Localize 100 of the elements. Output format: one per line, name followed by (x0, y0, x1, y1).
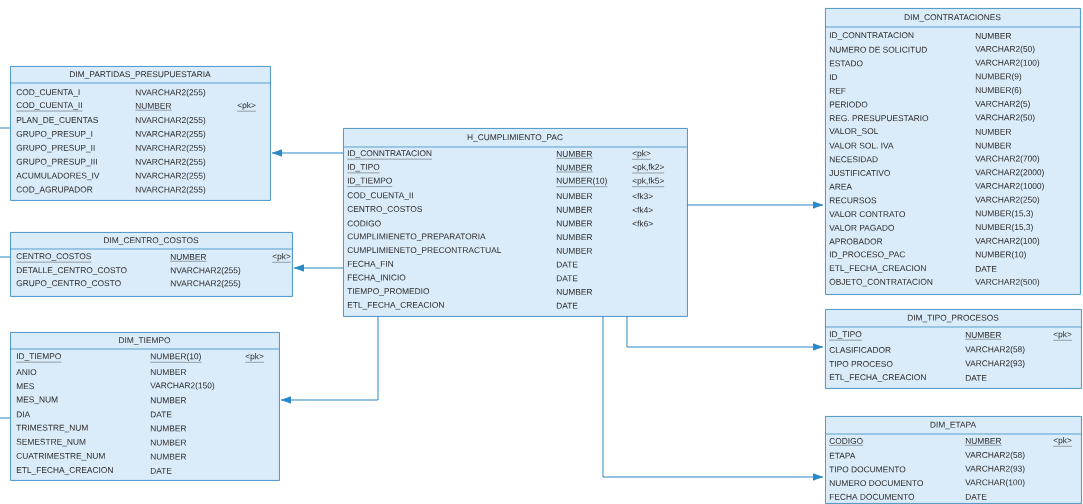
column-name: OBJETO_CONTRATACION (829, 278, 933, 287)
entity-table (9, 332, 280, 481)
column-name: MES (16, 383, 34, 390)
column-type: VARCHAR2(100) (975, 237, 1040, 246)
column-type: VARCHAR2(250) (975, 196, 1040, 205)
column-name: CUATRIMESTRE_NUM (16, 452, 105, 461)
column-name: GRUPO_PRESUP_III (16, 158, 97, 167)
column-name: ETL_FECHA_CREACION (347, 301, 444, 310)
table-title: DIM_TIEMPO (119, 337, 171, 345)
column-name: VALOR CONTRATO (829, 211, 906, 218)
column-type: NUMBER (556, 234, 593, 241)
column-name: TIEMPO_PROMEDIO (347, 288, 430, 296)
column-name: ESTADO (829, 60, 863, 67)
key-marker: <fk6> (632, 220, 653, 227)
column-name: JUSTIFICATIVO (829, 170, 890, 176)
key-marker: <fk3> (632, 193, 653, 200)
column-name: DETALLE_CENTRO_COSTO (16, 267, 127, 275)
column-name: TRIMESTRE_NUM (16, 424, 88, 433)
column-name: ID_TIEMPO (16, 353, 62, 363)
column-type: NUMBER (965, 438, 1002, 446)
column-type: DATE (556, 302, 578, 309)
entity-table (342, 128, 688, 317)
column-type: VARCHAR2(100) (975, 59, 1040, 68)
entity-table (9, 232, 293, 297)
column-type: NUMBER(15,3) (975, 210, 1033, 218)
column-name: FECHA_FIN (347, 260, 393, 269)
column-type: NUMBER (150, 439, 187, 446)
column-name: ID_TIPO (829, 331, 862, 341)
column-name: GRUPO_PRESUP_II (16, 144, 95, 153)
column-type: NUMBER (150, 425, 187, 432)
column-type: DATE (556, 261, 578, 268)
entity-table (9, 66, 271, 201)
column-type: NUMBER (150, 369, 187, 375)
column-type: VARCHAR2(2000) (975, 169, 1044, 177)
column-name: RECURSOS (829, 197, 877, 204)
column-name: CODIGO (347, 220, 381, 227)
column-name: GRUPO_CENTRO_COSTO (16, 280, 121, 288)
column-name: DIA (16, 411, 31, 418)
column-type: NUMBER (975, 128, 1012, 135)
entity-table (824, 309, 1082, 389)
arrow (271, 149, 344, 157)
column-name: ID_CONNTRATACION (829, 32, 914, 40)
key-marker: <fk4> (632, 206, 653, 213)
column-type: NUMBER(9) (975, 73, 1022, 81)
column-type: VARCHAR2(93) (965, 360, 1025, 368)
table-title: DIM_PARTIDAS_PRESUPUESTARIA (70, 71, 211, 79)
column-type: NUMBER (170, 254, 207, 262)
column-type: VARCHAR2(5) (975, 100, 1030, 109)
column-type: NUMBER (150, 397, 187, 404)
column-name: FECHA_INICIO (347, 274, 406, 283)
column-name: REG. PRESUPUESTARIO (829, 115, 929, 122)
column-name: VALOR SOL. IVA (829, 142, 894, 149)
connector-line (0, 417, 11, 419)
column-name: COD_CUENTA_I (16, 89, 80, 97)
column-type: VARCHAR2(1000) (975, 182, 1044, 191)
entity-table (824, 8, 1081, 295)
table-title: DIM_ETAPA (930, 421, 977, 430)
column-type: VARCHAR2(50) (975, 45, 1035, 54)
column-name: ID_TIPO (347, 163, 380, 174)
column-type: NUMBER (556, 220, 593, 227)
column-type: NVARCHAR2(255) (170, 267, 241, 275)
column-name: COD_AGRUPADOR (16, 186, 93, 195)
column-type: NUMBER(10) (556, 177, 608, 187)
table-title: H_CUMPLIMIENTO_PAC (467, 134, 563, 142)
column-name: ID_CONNTRATACION (347, 150, 433, 160)
column-name: ID_TIEMPO (347, 177, 393, 187)
column-type: VARCHAR2(58) (965, 346, 1025, 354)
column-type: NUMBER (556, 164, 593, 173)
column-type: DATE (965, 493, 987, 500)
column-name: CENTRO_COSTOS (16, 253, 92, 263)
column-name: APROBADOR (829, 238, 883, 245)
column-name: COD_CUENTA_II (16, 102, 83, 112)
column-type: VARCHAR2(50) (975, 114, 1035, 123)
column-name: CUMPLIMIENETO_PRECONTRACTUAL (347, 247, 502, 255)
column-name: TIPO PROCESO (829, 361, 893, 367)
column-name: NECESIDAD (829, 156, 878, 163)
column-type: NUMBER (556, 193, 593, 199)
column-name: SEMESTRE_NUM (16, 438, 86, 447)
column-name: CUMPLIMIENETO_PREPARATORIA (347, 233, 486, 241)
column-type: VARCHAR2(500) (975, 278, 1040, 287)
column-name: ETL_FECHA_CREACION (16, 467, 113, 475)
column-name: TIPO DOCUMENTO (829, 466, 906, 473)
column-type: NVARCHAR2(255) (135, 130, 206, 139)
column-type: NUMBER (556, 151, 593, 159)
column-type: NVARCHAR2(255) (135, 116, 206, 125)
column-name: ETL_FECHA_CREACION (829, 265, 926, 273)
column-name: AREA (829, 183, 852, 190)
table-title: DIM_CONTRATACIONES (904, 14, 1001, 22)
connector-line (0, 127, 11, 129)
column-type: DATE (150, 411, 172, 418)
column-type: NUMBER(15,3) (975, 223, 1033, 232)
column-type: VARCHAR(100) (965, 479, 1025, 487)
column-type: DATE (975, 266, 997, 272)
column-type: VARCHAR2(93) (965, 465, 1025, 474)
column-type: VARCHAR2(58) (965, 451, 1025, 460)
column-type: NVARCHAR2(255) (135, 89, 206, 97)
column-type: NVARCHAR2(255) (135, 172, 206, 181)
column-type: VARCHAR2(700) (975, 155, 1040, 164)
column-name: CLASIFICADOR (829, 347, 891, 353)
column-type: NVARCHAR2(255) (135, 158, 206, 167)
